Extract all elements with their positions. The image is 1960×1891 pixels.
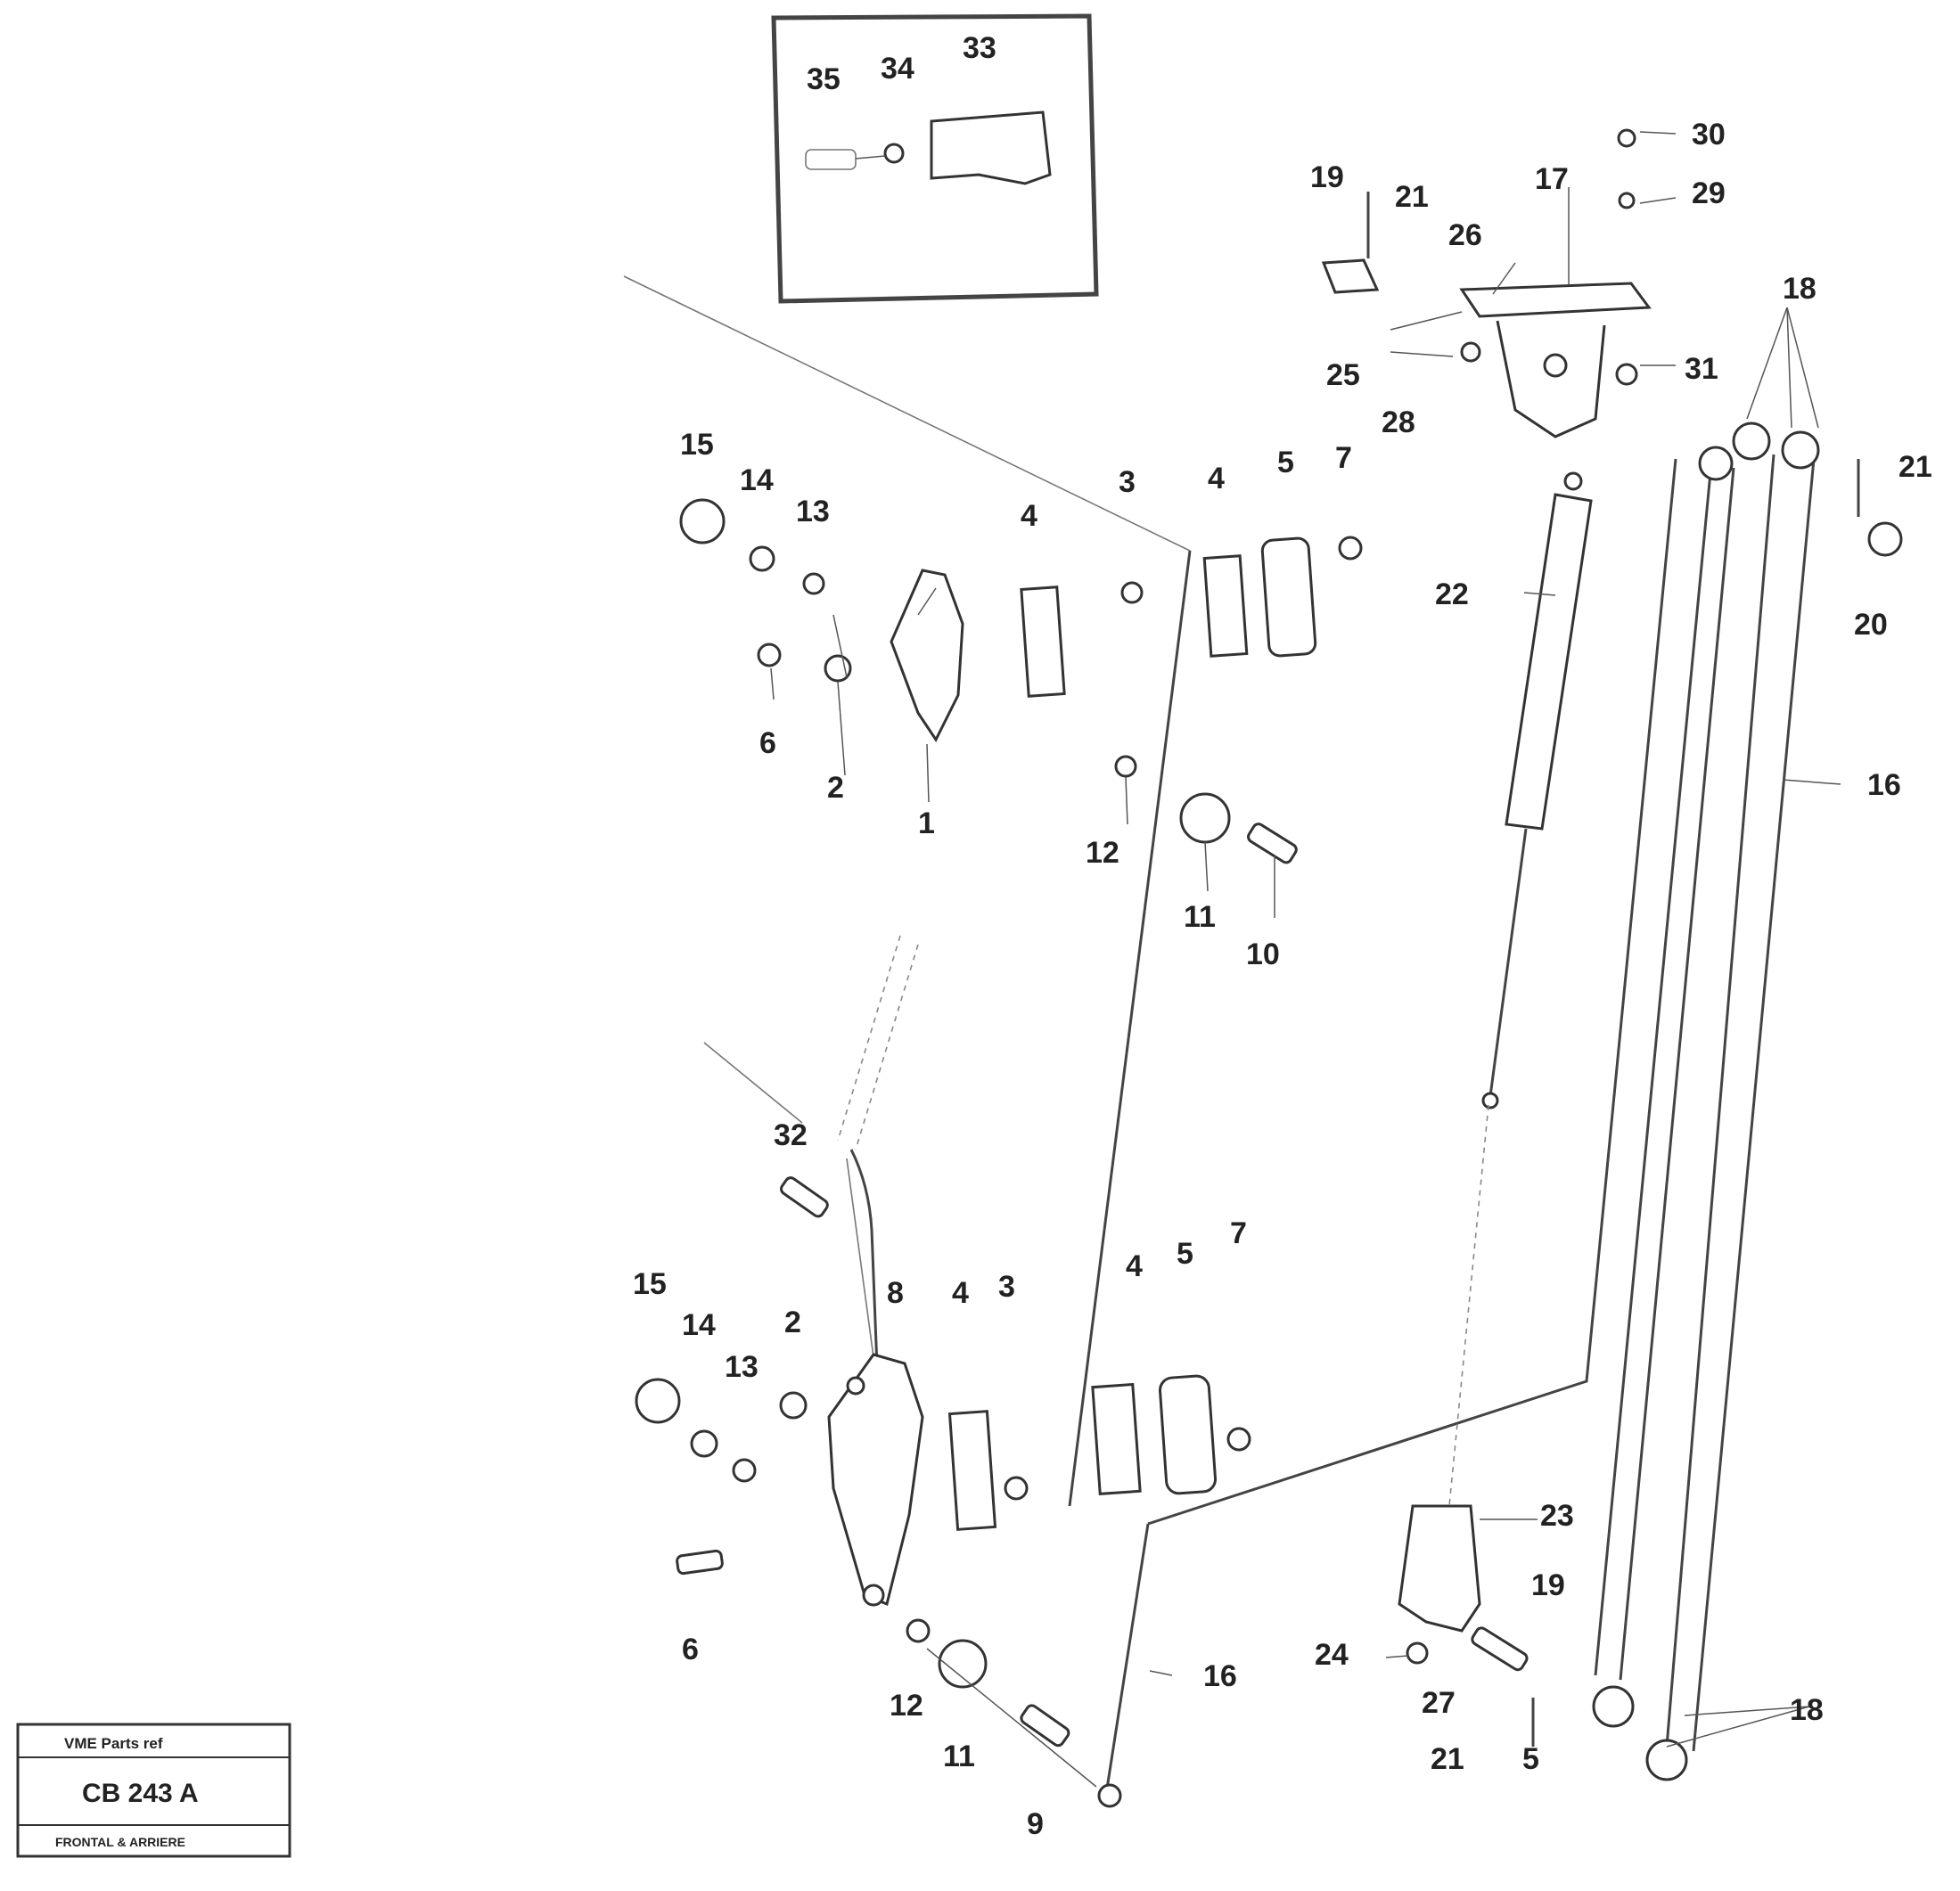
- callout-3-lower: 3: [998, 1270, 1015, 1304]
- callout-15-upper: 15: [680, 428, 714, 462]
- callout-26: 26: [1448, 218, 1482, 252]
- callout-12-upper: 12: [1086, 836, 1119, 870]
- callout-12-lower: 12: [890, 1689, 923, 1723]
- upper-bracket: [1321, 128, 1903, 557]
- callout-18-lower: 18: [1790, 1693, 1824, 1727]
- callout-8: 8: [887, 1276, 904, 1310]
- callout-4-upper-b: 4: [1208, 462, 1225, 495]
- callout-16-lower: 16: [1203, 1659, 1237, 1693]
- callout-21: 21: [1395, 180, 1429, 214]
- lower-bracket: [1398, 1504, 1535, 1747]
- inset-box: [771, 13, 1099, 304]
- lower-hinge: [635, 1149, 1251, 1808]
- callout-24: 24: [1315, 1638, 1349, 1672]
- callout-30: 30: [1692, 118, 1726, 151]
- callout-6-lower: 6: [682, 1633, 699, 1666]
- callout-1: 1: [918, 806, 935, 840]
- callout-22: 22: [1435, 577, 1469, 611]
- callout-19: 19: [1310, 160, 1344, 194]
- callout-11-upper: 11: [1184, 900, 1216, 934]
- stamp-code: CB 243 A: [82, 1779, 199, 1808]
- leader-lines: [770, 131, 1841, 1748]
- callout-21-lower: 21: [1431, 1742, 1464, 1776]
- callout-9: 9: [1027, 1807, 1044, 1841]
- callout-19-lower: 19: [1531, 1568, 1565, 1602]
- callout-4-lower-a: 4: [952, 1276, 969, 1310]
- callout-35: 35: [807, 62, 841, 96]
- callout-25: 25: [1326, 358, 1360, 392]
- callout-5-lower: 5: [1177, 1237, 1193, 1271]
- callout-20: 20: [1854, 608, 1888, 642]
- callout-17: 17: [1535, 162, 1569, 196]
- stamp-footer: FRONTAL & ARRIERE: [55, 1835, 185, 1849]
- callout-16-right: 16: [1867, 768, 1901, 802]
- rods: [1592, 422, 1820, 1781]
- callout-27: 27: [1422, 1686, 1456, 1720]
- callout-2-lower: 2: [784, 1306, 801, 1339]
- callout-33: 33: [963, 31, 996, 65]
- callout-21-right: 21: [1898, 450, 1932, 484]
- callout-14-lower: 14: [682, 1308, 716, 1342]
- callout-7-upper: 7: [1335, 441, 1352, 475]
- callout-13-upper: 13: [796, 495, 830, 528]
- callout-15-lower: 15: [633, 1267, 667, 1301]
- callout-28: 28: [1382, 405, 1415, 439]
- callout-5-bottom: 5: [1522, 1742, 1539, 1776]
- stamp-header: VME Parts ref: [64, 1735, 163, 1752]
- callout-4-upper-a: 4: [1021, 499, 1037, 533]
- callout-18-top: 18: [1783, 272, 1816, 306]
- callout-10: 10: [1246, 937, 1280, 971]
- callout-6-upper: 6: [759, 726, 776, 760]
- door-frame: [623, 275, 1677, 1801]
- callout-29: 29: [1692, 176, 1726, 210]
- upper-hinge: [679, 498, 1363, 864]
- callout-23: 23: [1540, 1499, 1574, 1533]
- callout-13-lower: 13: [725, 1350, 759, 1384]
- callout-5-upper: 5: [1277, 446, 1294, 479]
- callout-4-lower-b: 4: [1126, 1249, 1143, 1283]
- callout-32: 32: [774, 1118, 808, 1152]
- reference-stamp: VME Parts ref CB 243 A FRONTAL & ARRIERE: [16, 1723, 291, 1858]
- callout-31: 31: [1685, 352, 1718, 386]
- callout-11-lower: 11: [943, 1740, 975, 1773]
- callout-14-upper: 14: [740, 463, 774, 497]
- callout-7-lower: 7: [1230, 1216, 1247, 1250]
- callout-34: 34: [881, 52, 914, 86]
- callout-3-upper: 3: [1119, 465, 1136, 499]
- callout-2-upper: 2: [827, 771, 844, 805]
- callouts: 35 34 33 30 29 19 21 17 26 25 28 31 18 2…: [633, 31, 1932, 1841]
- gas-strut: [1447, 471, 1593, 1516]
